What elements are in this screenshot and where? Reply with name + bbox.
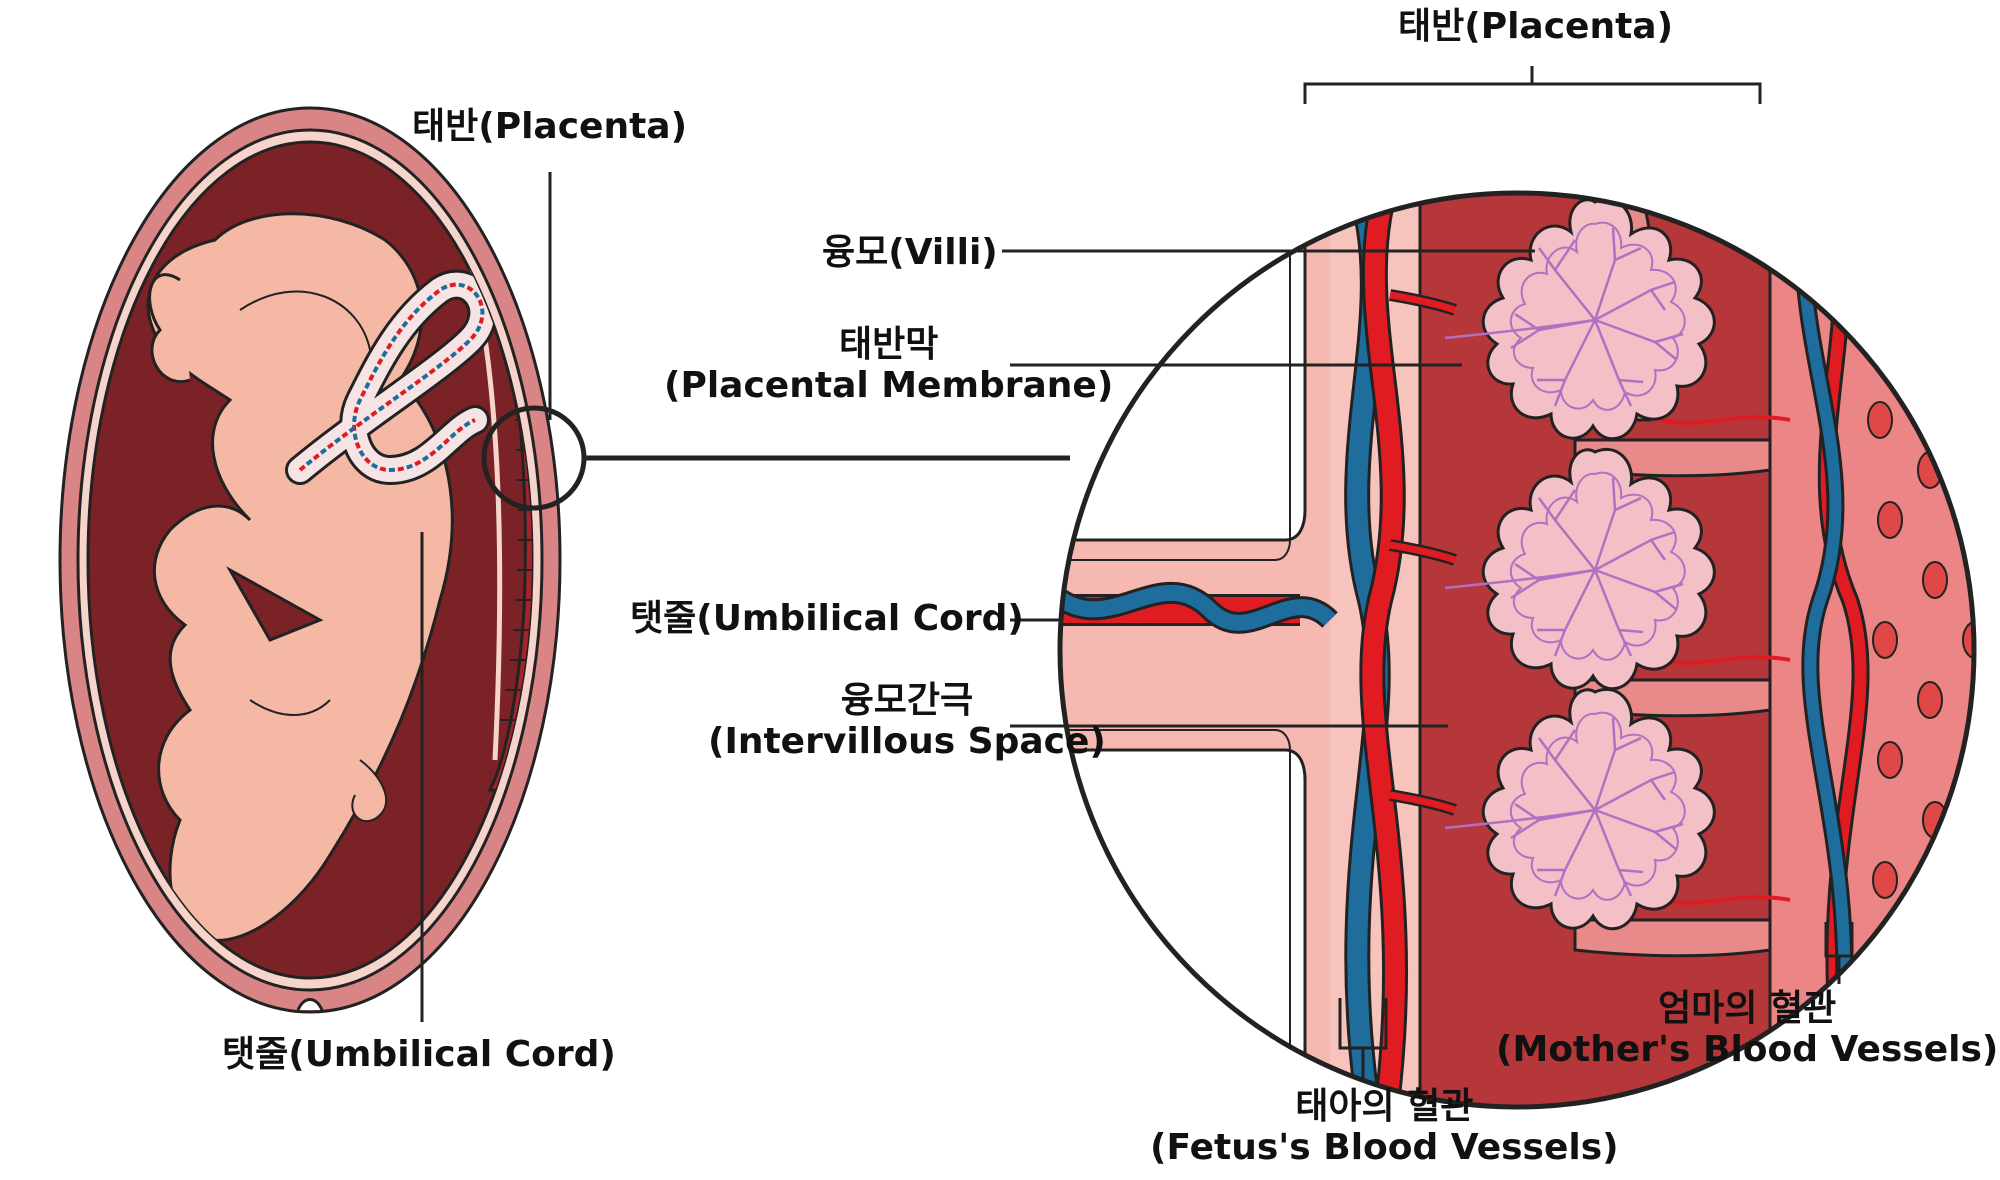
label-space-kr: 융모간극 [840,680,974,721]
label-fetus-vessels: 태아의 혈관 (Fetus's Blood Vessels) [1150,1086,1619,1169]
zoom-circle-outline [1057,190,1977,1110]
label-mother-vessels-en: (Mother's Blood Vessels) [1496,1029,1999,1071]
label-membrane-en: (Placental Membrane) [664,365,1114,407]
placenta-zoom-view [1057,190,1977,1110]
label-mother-vessels: 엄마의 혈관 (Mother's Blood Vessels) [1496,988,1998,1071]
label-left-cord: 탯줄(Umbilical Cord) [222,1034,616,1075]
label-membrane-kr: 태반막 [838,324,939,365]
label-space-en: (Intervillous Space) [708,721,1106,763]
label-umbilical-cord: 탯줄(Umbilical Cord) [630,598,1024,639]
bracket-placenta [1303,82,1762,104]
label-mother-vessels-kr: 엄마의 혈관 [1658,988,1837,1029]
label-fetus-vessels-en: (Fetus's Blood Vessels) [1150,1127,1619,1169]
label-intervillous-space: 융모간극 (Intervillous Space) [708,680,1106,763]
label-fetus-vessels-kr: 태아의 혈관 [1295,1086,1474,1127]
uterus-illustration [58,106,587,1014]
label-villi: 융모(Villi) [822,232,998,273]
label-left-placenta: 태반(Placenta) [412,106,688,147]
label-placental-membrane: 태반막 (Placental Membrane) [664,324,1113,407]
label-right-placenta: 태반(Placenta) [1398,6,1674,47]
